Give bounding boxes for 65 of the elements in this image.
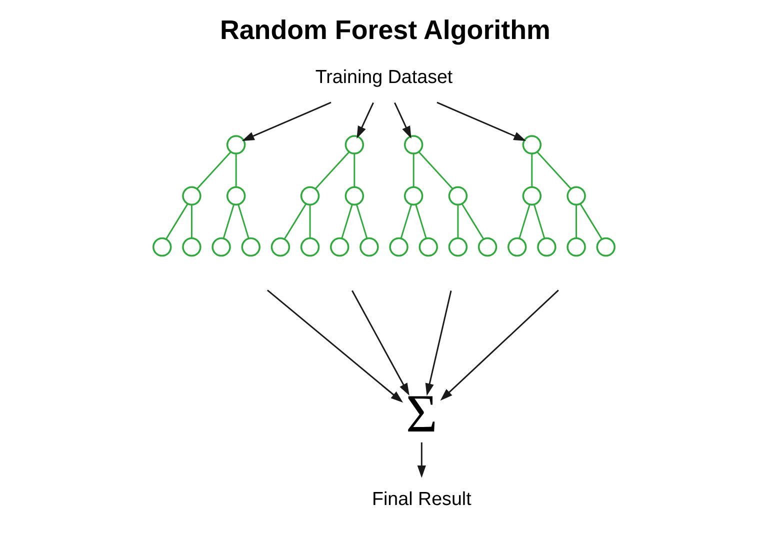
node-circle	[389, 237, 408, 257]
connector	[314, 152, 350, 190]
connector	[356, 204, 368, 238]
node-circle	[418, 237, 438, 257]
node-circle	[537, 237, 556, 257]
arrow	[356, 102, 374, 139]
connector	[166, 204, 188, 240]
arrow	[242, 102, 332, 141]
connector	[533, 204, 546, 238]
connector	[461, 204, 484, 240]
node-circle	[566, 237, 586, 257]
connector	[415, 204, 427, 238]
node-text: Σ	[406, 384, 438, 444]
node-circle	[241, 237, 260, 257]
node-circle	[448, 237, 468, 257]
node-circle	[344, 135, 364, 154]
arrow	[436, 102, 526, 141]
node-circle	[508, 237, 527, 257]
node-circle	[270, 237, 290, 257]
node-circle	[448, 186, 468, 206]
node-circle	[182, 186, 202, 206]
node-circle	[360, 237, 379, 257]
node-circle	[596, 237, 616, 257]
connector	[518, 204, 530, 238]
node-circle	[344, 186, 364, 206]
connector	[457, 204, 459, 238]
connector	[190, 204, 192, 238]
diagram-title: Random Forest Algorithm	[220, 15, 550, 46]
node-circle	[152, 237, 172, 257]
arrow	[425, 290, 452, 396]
node-circle	[226, 135, 246, 154]
connector	[196, 152, 232, 190]
connector	[284, 204, 307, 240]
connector	[580, 204, 602, 240]
connector	[309, 204, 311, 238]
arrow	[266, 290, 404, 403]
connector	[354, 154, 356, 187]
arrow	[394, 102, 412, 139]
connector	[576, 204, 578, 238]
connector	[341, 204, 353, 238]
node-circle	[300, 237, 320, 257]
node-circle	[226, 186, 246, 206]
node-circle	[404, 186, 424, 206]
node-circle	[182, 237, 202, 257]
arrow	[417, 442, 426, 478]
connector	[536, 152, 572, 190]
arrow	[352, 290, 410, 396]
connector	[412, 154, 414, 187]
connector	[418, 152, 454, 190]
node-circle	[300, 186, 320, 206]
connector	[222, 204, 235, 238]
connector	[238, 204, 250, 238]
connector	[531, 154, 533, 187]
node-circle	[330, 237, 350, 257]
node-circle	[522, 135, 542, 154]
node-circle	[522, 186, 542, 206]
node-circle	[478, 237, 498, 257]
connector	[400, 204, 412, 238]
node-text: Final Result	[372, 488, 472, 510]
node-circle	[566, 186, 586, 206]
arrow	[440, 290, 559, 401]
connector	[235, 154, 237, 187]
node-circle	[212, 237, 231, 257]
node-circle	[404, 135, 424, 154]
node-text: Training Dataset	[315, 66, 453, 88]
